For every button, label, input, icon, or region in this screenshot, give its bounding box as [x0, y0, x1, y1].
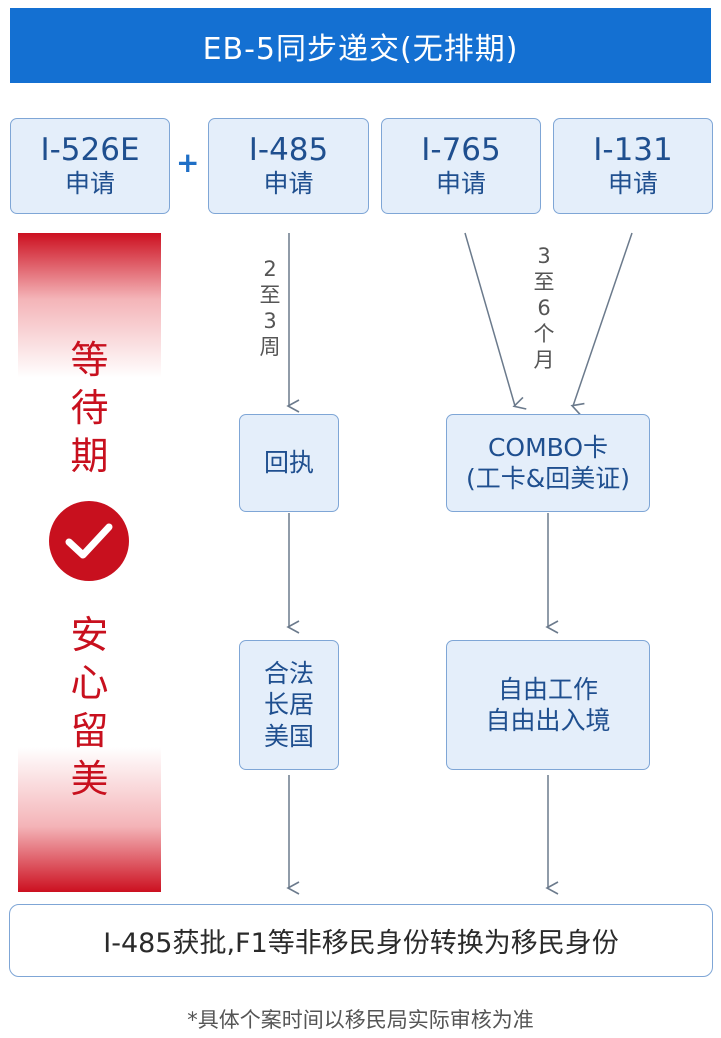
duration-char: 3	[263, 309, 277, 333]
i131-code: I-131	[593, 132, 673, 169]
combo-card-detail: (工卡&回美证)	[465, 464, 630, 493]
duration-char: 至	[259, 283, 281, 307]
duration-label-2-3-weeks: 2 至 3 周	[255, 256, 285, 360]
peace-of-mind-text: 安 心 留 美	[18, 611, 161, 803]
receipt-label: 回执	[263, 448, 314, 478]
plus-sign: +	[176, 146, 200, 179]
duration-char: 周	[259, 335, 281, 359]
result-line: 美国	[263, 721, 314, 751]
waiting-period-text: 等 待 期	[18, 336, 161, 480]
result-line: 自由工作	[497, 674, 598, 704]
banner-char: 留	[70, 709, 109, 753]
duration-char: 至	[533, 270, 555, 294]
banner-char: 心	[70, 661, 109, 705]
i765-code: I-765	[421, 132, 501, 169]
diagram-title: EB-5同步递交(无排期)	[10, 8, 711, 83]
duration-char: 3	[537, 244, 551, 268]
banner-char: 安	[70, 613, 109, 657]
i485-application-box: I-485 申请	[208, 118, 369, 214]
i131-sub: 申请	[607, 168, 658, 198]
i485-sub: 申请	[263, 168, 314, 198]
banner-char: 等	[70, 338, 109, 382]
duration-char: 6	[537, 296, 551, 320]
work-travel-freedom-box: 自由工作 自由出入境	[446, 640, 650, 770]
i485-approval-box: I-485获批,F1等非移民身份转换为移民身份	[9, 904, 713, 977]
arrow-i765-to-combo	[464, 232, 527, 410]
approval-text: I-485获批,F1等非移民身份转换为移民身份	[103, 928, 619, 959]
receipt-box: 回执	[239, 414, 339, 512]
check-circle-icon	[49, 501, 129, 581]
checkmark-icon	[65, 523, 113, 559]
duration-char: 月	[533, 348, 555, 372]
duration-char: 个	[533, 322, 555, 346]
arrow-i131-to-combo	[570, 232, 633, 416]
permanent-residence-box: 合法 长居 美国	[239, 640, 339, 770]
result-line: 自由出入境	[485, 706, 611, 735]
result-line: 合法	[263, 659, 314, 689]
i765-application-box: I-765 申请	[381, 118, 541, 214]
i526e-application-box: I-526E 申请	[10, 118, 170, 214]
i526e-sub: 申请	[64, 168, 115, 198]
banner-char: 待	[70, 386, 109, 430]
footnote: *具体个案时间以移民局实际审核为准	[187, 1008, 534, 1032]
waiting-period-banner: 等 待 期 安 心 留 美	[18, 233, 161, 892]
result-line: 长居	[263, 690, 314, 720]
banner-char: 期	[70, 434, 109, 478]
banner-char: 美	[70, 757, 109, 801]
i485-code: I-485	[248, 132, 329, 169]
i131-application-box: I-131 申请	[553, 118, 713, 214]
combo-card-title: COMBO卡	[487, 432, 609, 462]
duration-label-3-6-months: 3 至 6 个 月	[529, 243, 559, 373]
i765-sub: 申请	[435, 168, 486, 198]
duration-char: 2	[263, 257, 277, 281]
combo-card-box: COMBO卡 (工卡&回美证)	[446, 414, 650, 512]
i526e-code: I-526E	[40, 132, 140, 169]
